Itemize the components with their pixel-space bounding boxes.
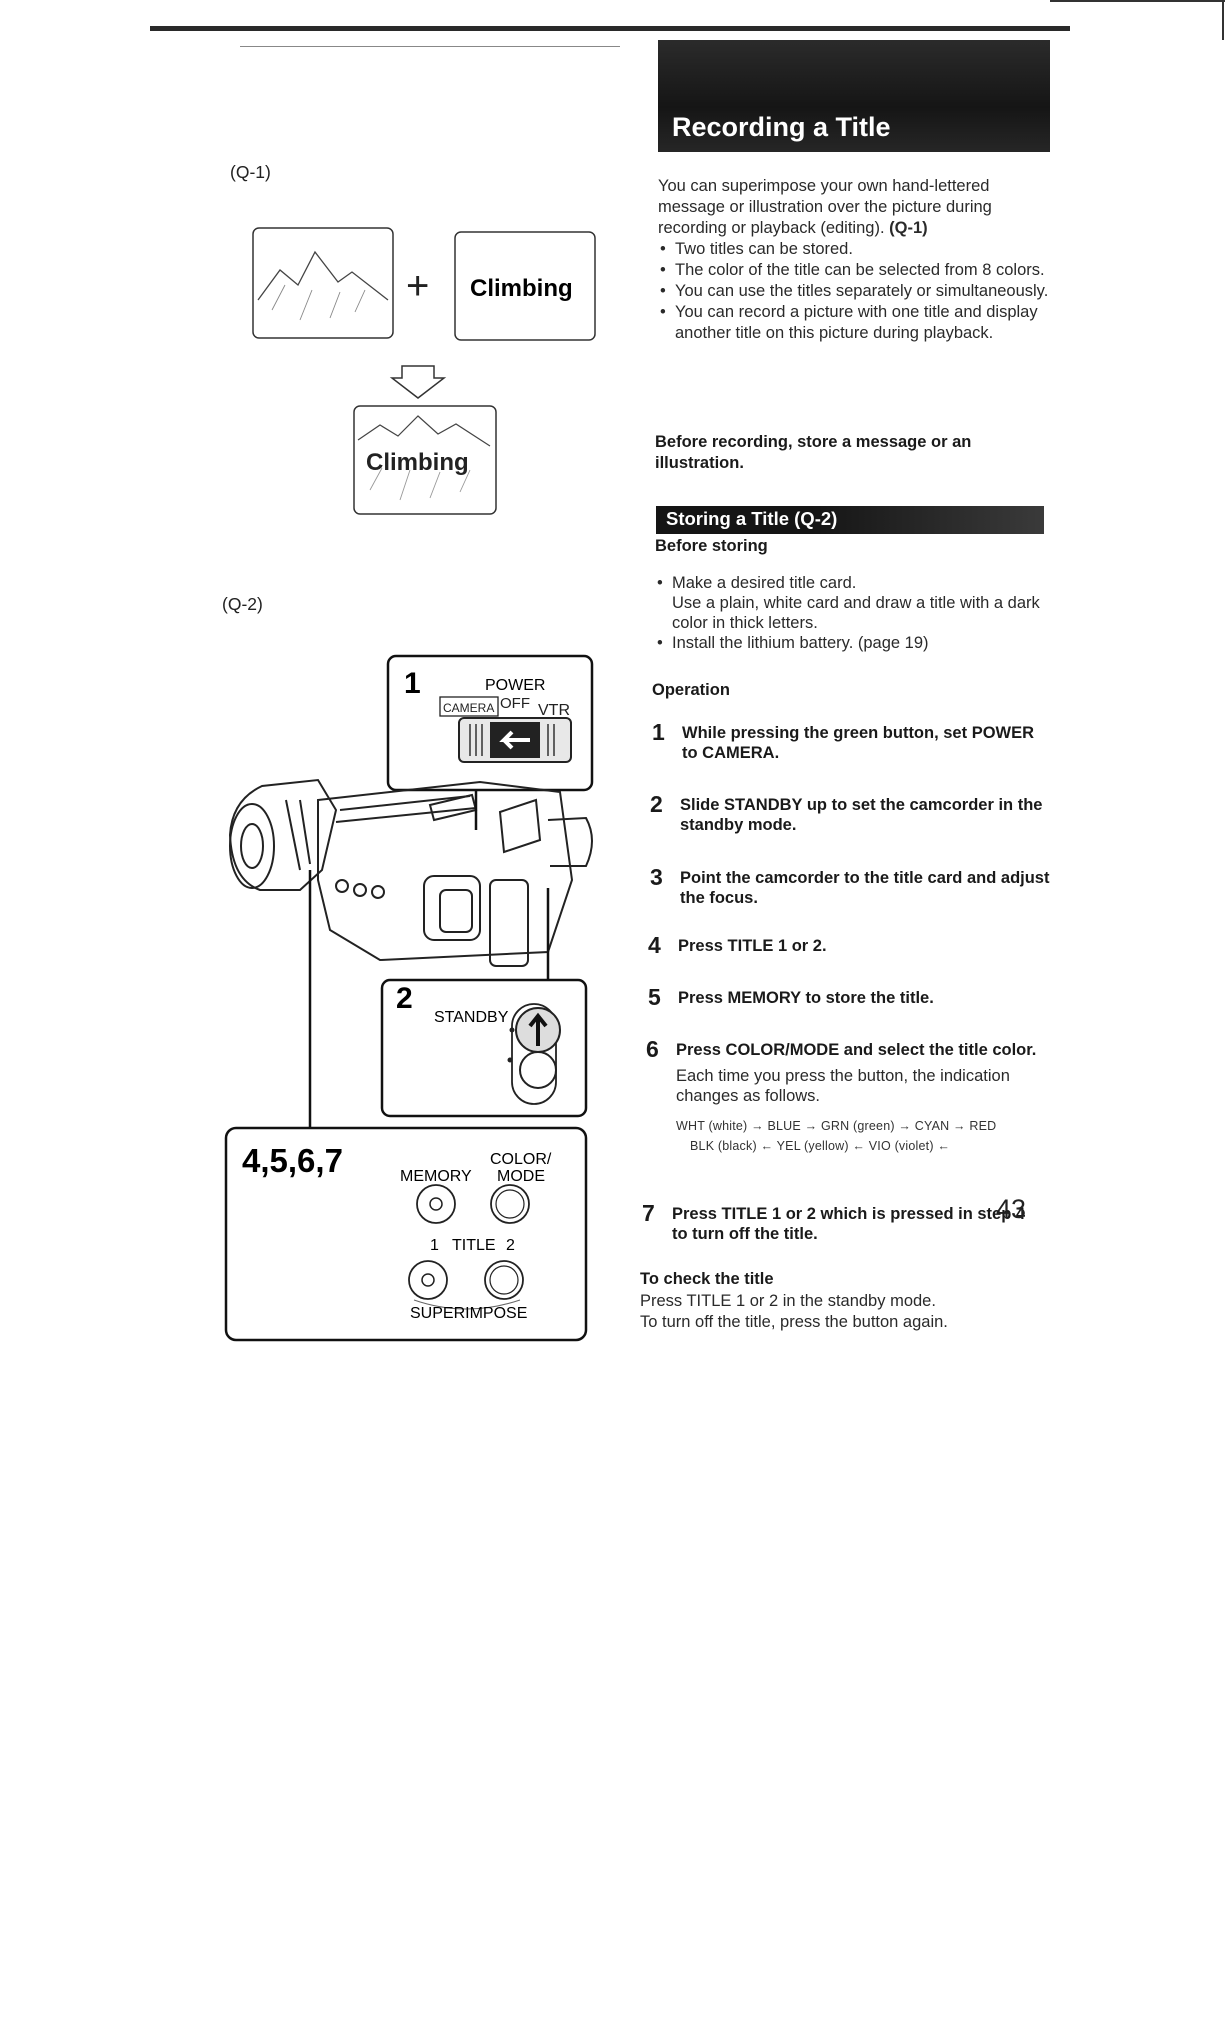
camcorder-illustration xyxy=(228,778,593,967)
before-recording-note: Before recording, store a message or an … xyxy=(655,433,972,472)
corner-rule-vertical xyxy=(1222,0,1224,40)
figure-label-q1: (Q-1) xyxy=(230,162,271,182)
memory-label: MEMORY xyxy=(400,1168,472,1185)
step-7: 7 Press TITLE 1 or 2 which is pressed in… xyxy=(642,1200,1042,1244)
step-number: 7 xyxy=(642,1200,655,1226)
superimpose-label: SUPERIMPOSE xyxy=(410,1305,527,1322)
title-2-label: 2 xyxy=(506,1237,515,1254)
check-title-heading: To check the title xyxy=(640,1270,774,1288)
panel-1-number: 1 xyxy=(404,667,421,700)
header-banner xyxy=(658,40,1050,152)
before-storing-heading: Before storing xyxy=(655,537,768,555)
step-number: 2 xyxy=(650,791,663,817)
step-text: Point the camcorder to the title card an… xyxy=(680,869,1050,907)
title-card-illustration xyxy=(454,231,596,341)
step-text: Slide STANDBY up to set the camcorder in… xyxy=(680,796,1043,834)
mode-label: MODE xyxy=(497,1168,545,1185)
step-2: 2 Slide STANDBY up to set the camcorder … xyxy=(650,791,1050,835)
figure-label-q2: (Q-2) xyxy=(222,594,263,614)
off-label: OFF xyxy=(500,695,530,712)
intro-bullet: Two titles can be stored. xyxy=(658,239,1058,260)
intro-bullet: The color of the title can be selected f… xyxy=(658,260,1058,281)
top-thin-rule xyxy=(240,46,620,47)
intro-section: You can superimpose your own hand-letter… xyxy=(658,176,1058,344)
step-number: 5 xyxy=(648,984,661,1010)
step-6: 6 Press COLOR/MODE and select the title … xyxy=(646,1036,1046,1156)
step-number: 1 xyxy=(652,719,665,745)
color-sequence-line: WHT (white) → BLUE → GRN (green) → CYAN … xyxy=(676,1119,997,1133)
top-rule xyxy=(150,26,1070,31)
panel-2-number: 2 xyxy=(396,982,413,1015)
plus-sign: + xyxy=(406,264,429,308)
mountain-card-illustration xyxy=(252,227,394,339)
color-label: COLOR/ xyxy=(490,1151,552,1168)
storing-bullet: Install the lithium battery. (page 19) xyxy=(655,633,1065,653)
down-arrow-icon xyxy=(389,365,447,399)
section-banner xyxy=(656,506,1044,534)
vtr-label: VTR xyxy=(538,702,570,719)
page-number: 43 xyxy=(996,1194,1027,1224)
step-text: Press MEMORY to store the title. xyxy=(678,989,934,1007)
step-1: 1 While pressing the green button, set P… xyxy=(652,719,1052,763)
intro-paragraph: You can superimpose your own hand-letter… xyxy=(658,177,992,237)
section-title: Storing a Title (Q-2) xyxy=(666,508,838,529)
panel-3-numbers: 4,5,6,7 xyxy=(242,1142,343,1179)
page-title: Recording a Title xyxy=(672,112,891,142)
check-title-text: Press TITLE 1 or 2 in the standby mode. … xyxy=(640,1292,948,1331)
intro-bullet-list: Two titles can be stored. The color of t… xyxy=(658,239,1058,344)
step-text: While pressing the green button, set POW… xyxy=(682,724,1035,762)
power-switch-panel xyxy=(386,654,594,792)
before-storing-list: Make a desired title card. Use a plain, … xyxy=(655,573,1065,653)
connector-lines xyxy=(308,790,550,1128)
intro-figure-ref: (Q-1) xyxy=(889,219,928,237)
camera-label: CAMERA xyxy=(443,701,494,715)
step-text: Press COLOR/MODE and select the title co… xyxy=(676,1041,1037,1059)
step-3: 3 Point the camcorder to the title card … xyxy=(650,864,1050,908)
color-sequence-line: BLK (black) ← YEL (yellow) ← VIO (violet… xyxy=(690,1139,951,1153)
combined-card-illustration xyxy=(353,405,497,515)
title-buttons-panel xyxy=(224,1126,588,1342)
intro-bullet: You can record a picture with one title … xyxy=(658,302,1058,344)
title-1-label: 1 xyxy=(430,1237,439,1254)
operation-heading: Operation xyxy=(652,681,730,699)
step-4: 4 Press TITLE 1 or 2. xyxy=(648,932,1048,958)
title-label: TITLE xyxy=(452,1237,496,1254)
step-number: 6 xyxy=(646,1036,659,1062)
step-text: Press TITLE 1 or 2 which is pressed in s… xyxy=(672,1205,1026,1243)
standby-switch-panel xyxy=(380,978,588,1118)
corner-rule xyxy=(1050,0,1225,2)
climbing-overlay-word: Climbing xyxy=(366,449,469,476)
power-label: POWER xyxy=(485,677,545,694)
step-5: 5 Press MEMORY to store the title. xyxy=(648,984,1048,1010)
step-text: Press TITLE 1 or 2. xyxy=(678,937,827,955)
storing-bullet: Make a desired title card. Use a plain, … xyxy=(655,573,1065,633)
step-number: 4 xyxy=(648,932,661,958)
step-note: Each time you press the button, the indi… xyxy=(676,1067,1010,1105)
step-number: 3 xyxy=(650,864,663,890)
intro-bullet: You can use the titles separately or sim… xyxy=(658,281,1058,302)
climbing-title-word: Climbing xyxy=(470,275,573,302)
standby-label: STANDBY xyxy=(434,1009,509,1026)
